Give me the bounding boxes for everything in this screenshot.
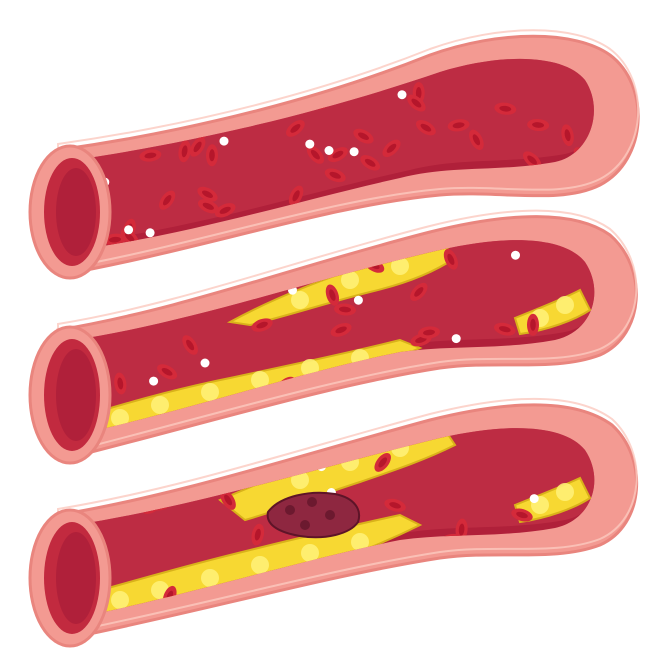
red-blood-cell (429, 383, 453, 400)
red-blood-cell (147, 102, 169, 114)
white-blood-cell (354, 296, 363, 305)
white-blood-cell (220, 137, 229, 146)
plaque-bubble (151, 396, 169, 414)
white-blood-cell (124, 225, 133, 234)
white-blood-cell (350, 147, 359, 156)
clot-speck (325, 510, 335, 520)
red-blood-cell (121, 466, 146, 486)
plaque-bubble (556, 483, 574, 501)
plaque-bubble (201, 383, 219, 401)
plaque-bubble (201, 569, 219, 587)
red-blood-cell (527, 314, 539, 336)
red-blood-cell (554, 564, 572, 588)
clot-speck (300, 520, 310, 530)
white-blood-cell (305, 140, 314, 149)
red-blood-cell (313, 416, 334, 441)
red-blood-cell (124, 72, 139, 95)
clot-speck (285, 505, 295, 515)
artery-opening-lumen (56, 532, 96, 624)
red-blood-cell (309, 216, 327, 240)
red-blood-cell (524, 589, 543, 614)
red-blood-cell (459, 585, 474, 609)
white-blood-cell (356, 230, 365, 239)
white-blood-cell (127, 87, 136, 96)
clot-speck (307, 497, 317, 507)
white-blood-cell (398, 90, 407, 99)
white-blood-cell (149, 377, 158, 386)
white-blood-cell (201, 359, 210, 368)
white-blood-cell (281, 251, 290, 260)
white-blood-cell (146, 228, 155, 237)
red-blood-cell (354, 403, 379, 422)
plaque-bubble (556, 296, 574, 314)
plaque-bubble (251, 556, 269, 574)
white-blood-cell (325, 146, 334, 155)
white-blood-cell (259, 602, 268, 611)
white-blood-cell (530, 494, 539, 503)
white-blood-cell (254, 234, 263, 243)
plaque-bubble (111, 591, 129, 609)
white-blood-cell (511, 251, 520, 260)
artery-opening-lumen (56, 349, 96, 441)
artery-opening-lumen (56, 168, 96, 256)
white-blood-cell (452, 334, 461, 343)
